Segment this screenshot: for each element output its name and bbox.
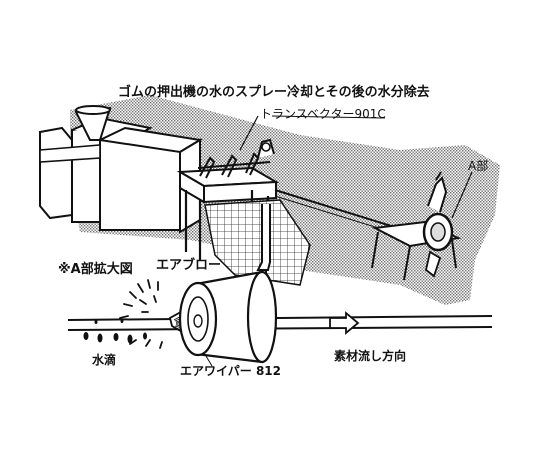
flow-direction-label: 素材流し方向 — [334, 349, 407, 363]
a-part-label: A部 — [468, 159, 489, 173]
a-part-leader — [451, 171, 473, 219]
transvector-leader — [239, 115, 259, 151]
flow-arrow — [329, 311, 360, 335]
drain-grid — [204, 199, 311, 286]
air-blow-spray — [119, 279, 163, 349]
air-blow-label: エアブロー — [156, 258, 222, 273]
air-wiper-body — [178, 270, 278, 364]
spray-cooling-tank — [176, 152, 280, 262]
air-wiper-label: エアワイパー 812 — [180, 364, 281, 378]
water-droplets — [83, 319, 147, 344]
water-drops-label: 水滴 — [92, 353, 117, 367]
a-part-station — [371, 171, 462, 281]
detail-rod-top — [67, 315, 493, 321]
air-wiper-leader — [205, 355, 213, 367]
detail-view-label: ※A部拡大図 — [58, 262, 133, 277]
detail-rod-bottom — [67, 326, 493, 331]
diagram-title: ゴムの押出機の水のスプレー冷却とその後の水分除去 — [118, 85, 430, 100]
transvector-label: トランスベクター901C — [260, 107, 386, 121]
